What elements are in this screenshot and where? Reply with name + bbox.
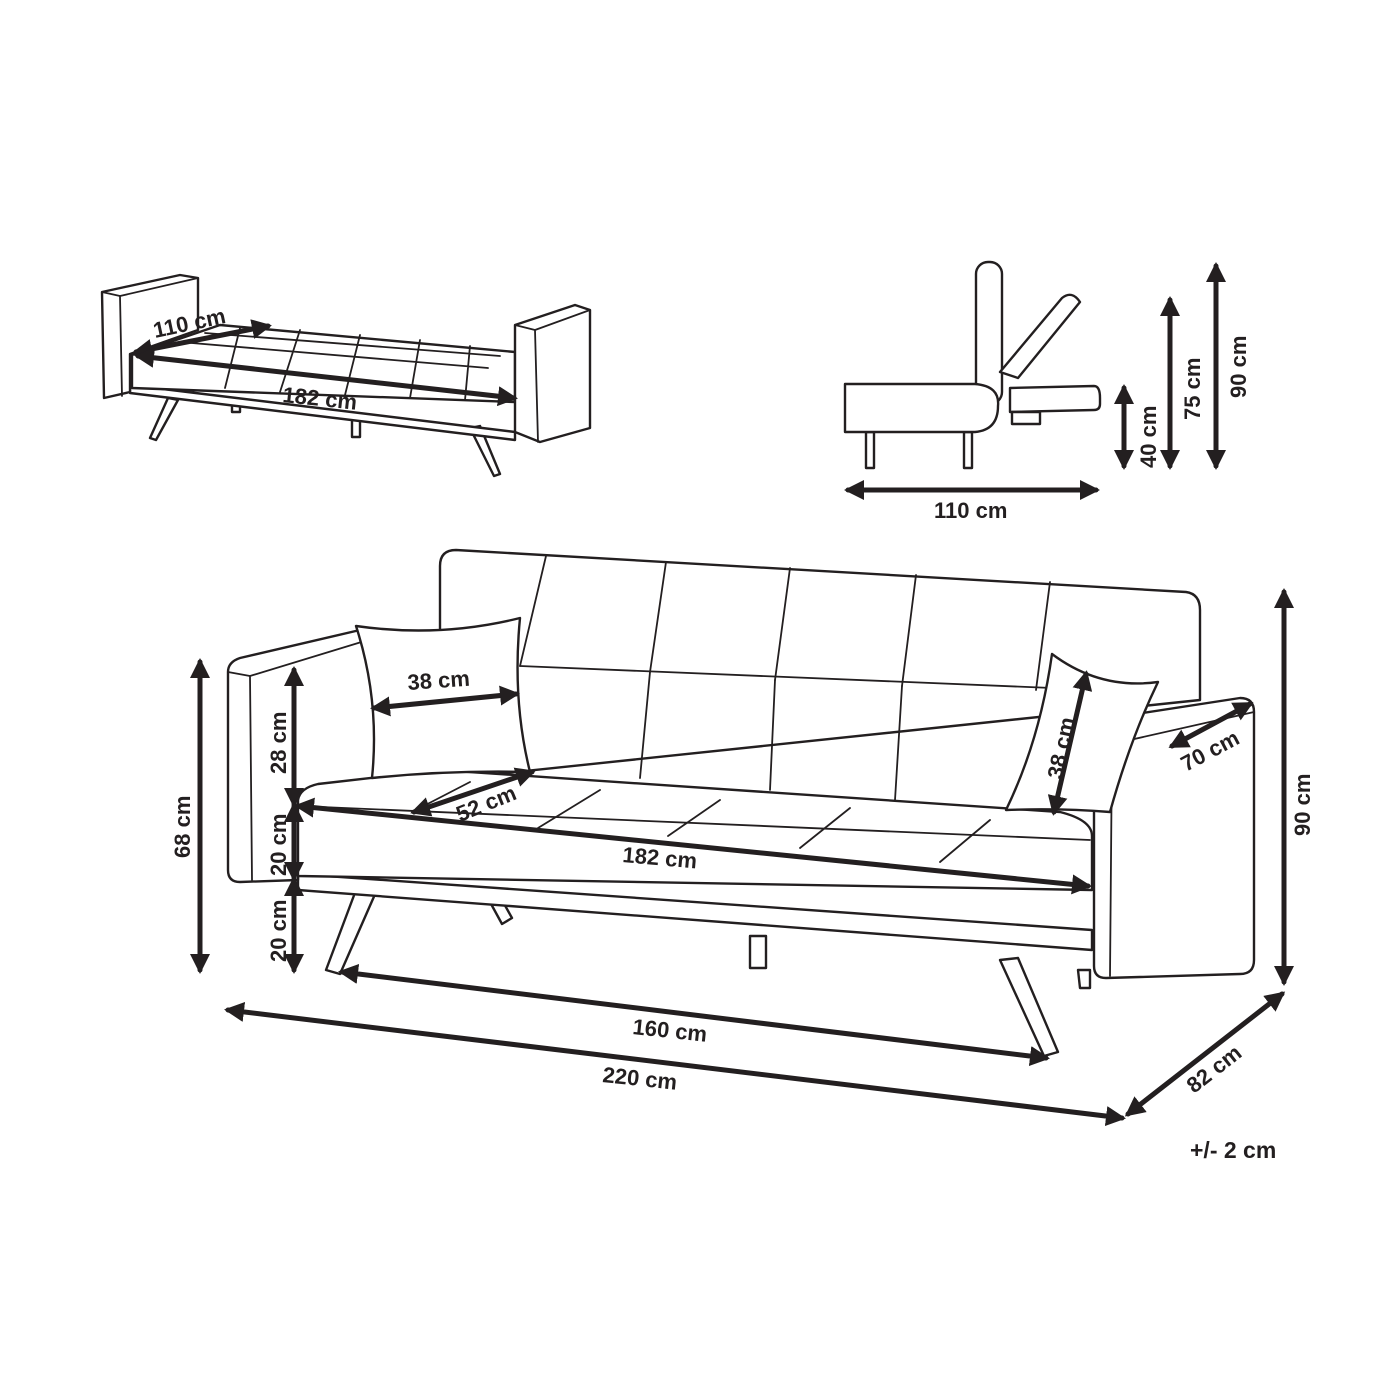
total-width-arrow bbox=[224, 1001, 1126, 1127]
left-arm-edge bbox=[101, 277, 199, 397]
backrest bbox=[438, 548, 1202, 782]
seat-width-arrow bbox=[294, 797, 1092, 895]
leg bbox=[962, 430, 974, 470]
arm-height-label: 68 cm bbox=[170, 796, 195, 858]
side-mid-height-label: 75 cm bbox=[1180, 358, 1205, 420]
cushion-height-arrow bbox=[1047, 670, 1093, 816]
side-profile-view: 110 cm 40 cm 75 cm 90 cm bbox=[843, 260, 1251, 523]
leg bbox=[148, 396, 180, 442]
left-arm-edge bbox=[227, 639, 369, 881]
leg-span-label: 160 cm bbox=[631, 1014, 708, 1047]
leg bbox=[864, 430, 876, 470]
bracket bbox=[1010, 410, 1042, 426]
leg bbox=[748, 934, 768, 970]
back-reclined bbox=[998, 293, 1082, 380]
left-pillow bbox=[354, 616, 532, 780]
right-arm bbox=[513, 303, 592, 444]
cushion-width-arrow bbox=[370, 685, 520, 717]
seat bbox=[843, 382, 1000, 434]
backrest-tufts-bottom bbox=[639, 671, 903, 801]
leg bbox=[998, 956, 1060, 1058]
back-height-label: 28 cm bbox=[266, 712, 291, 774]
back-flat bbox=[1008, 384, 1102, 414]
side-depth-label: 110 cm bbox=[934, 498, 1007, 523]
tolerance-note: +/- 2 cm bbox=[1190, 1137, 1276, 1163]
total-height-label: 90 cm bbox=[1290, 774, 1315, 836]
leg-height-label: 20 cm bbox=[266, 900, 291, 962]
sofa-bed-view: 110 cm 182 cm bbox=[100, 273, 592, 478]
total-width-label: 220 cm bbox=[601, 1062, 678, 1095]
sofa-main-view: 38 cm 38 cm 70 cm 52 cm 182 cm 28 cm 20 … bbox=[170, 548, 1315, 1163]
seat-thickness-label: 20 cm bbox=[266, 814, 291, 876]
bed-width-arrow bbox=[132, 319, 272, 359]
total-depth-arrow bbox=[1124, 991, 1286, 1117]
cushion-width-label: 38 cm bbox=[407, 666, 471, 695]
arm-width-arrow bbox=[1168, 701, 1254, 749]
side-seat-height-label: 40 cm bbox=[1136, 406, 1161, 468]
bed-length-arrow bbox=[134, 347, 518, 407]
right-arm-edge bbox=[514, 309, 591, 443]
backrest-tufts-top bbox=[519, 555, 1051, 691]
backrest-seam bbox=[519, 665, 1101, 691]
back-upright bbox=[974, 260, 1004, 406]
leg bbox=[324, 888, 378, 976]
leg bbox=[1076, 968, 1092, 990]
side-total-height-label: 90 cm bbox=[1226, 336, 1251, 398]
